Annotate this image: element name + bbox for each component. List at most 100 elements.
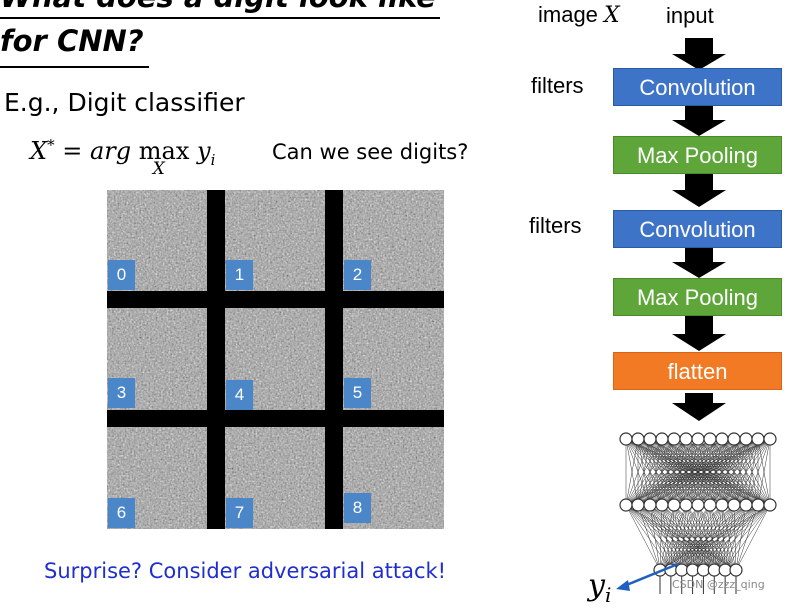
fc-edge	[692, 504, 699, 571]
fc-edge	[685, 504, 737, 571]
fc-edge	[685, 504, 704, 571]
fc-neuron	[763, 498, 777, 512]
fc-edge	[703, 504, 723, 571]
slide-title-line2: for CNN?	[0, 24, 144, 58]
fc-edge	[681, 504, 759, 571]
fc-edge	[661, 438, 771, 506]
fc-neuron	[718, 563, 732, 577]
fc-neuron	[739, 432, 753, 446]
digit-label-8: 8	[344, 493, 371, 523]
fc-edge	[673, 504, 704, 571]
fc-edge	[673, 438, 771, 506]
noise-grid-image	[107, 190, 444, 529]
fc-edge	[670, 504, 723, 571]
fc-edge	[673, 504, 682, 571]
fc-neuron	[739, 498, 753, 512]
fc-edge	[733, 438, 771, 506]
conv-box-1: Convolution	[613, 68, 782, 106]
fc-edge	[625, 438, 651, 506]
fc-edge	[692, 504, 747, 571]
output-sub: i	[604, 583, 612, 607]
fc-edge	[673, 504, 693, 571]
fc-edge	[724, 504, 747, 571]
fc-edge	[703, 504, 771, 571]
fc-edge	[625, 438, 723, 506]
fc-neuron	[631, 432, 645, 446]
fc-edge	[681, 504, 687, 571]
image-var: X	[604, 3, 620, 28]
fc-edge	[733, 504, 737, 571]
fc-edge	[692, 504, 735, 571]
fc-edge	[709, 438, 771, 506]
output-arrow	[616, 562, 679, 591]
fc-edge	[692, 504, 759, 571]
fc-edge	[659, 504, 663, 571]
fc-edge	[681, 504, 723, 571]
fc-edge	[670, 504, 711, 571]
fc-neuron	[715, 432, 729, 446]
filters-label-1: filters	[531, 73, 584, 98]
fc-edge	[709, 504, 715, 571]
fc-edge	[757, 438, 771, 506]
fc-neuron	[751, 498, 765, 512]
fc-neuron	[707, 563, 721, 577]
fc-edge	[703, 504, 747, 571]
footer-text: Surprise? Consider adversarial attack!	[44, 559, 447, 583]
fc-edge	[714, 504, 735, 571]
fc-edge	[659, 504, 771, 571]
fc-edge	[703, 504, 759, 571]
fc-neuron	[703, 432, 717, 446]
fc-edge	[681, 504, 747, 571]
fc-neuron	[691, 432, 705, 446]
fc-edge	[681, 504, 711, 571]
fc-edge	[625, 438, 771, 506]
fc-neuron	[667, 498, 681, 512]
fc-edge	[697, 504, 715, 571]
fc-edge	[625, 504, 661, 571]
fc-neuron	[619, 498, 633, 512]
fc-neuron	[679, 432, 693, 446]
fc-edge	[670, 504, 675, 571]
fc-edge	[625, 438, 699, 506]
fc-edge	[703, 504, 735, 571]
fc-neuron	[727, 432, 741, 446]
fc-edge	[670, 504, 735, 571]
fc-neuron	[619, 432, 633, 446]
fc-edge	[685, 438, 771, 506]
fc-neuron	[685, 563, 700, 577]
pool-box-1: Max Pooling	[613, 136, 782, 174]
fc-edge	[714, 504, 771, 571]
fc-edge	[649, 438, 771, 506]
fc-edge	[681, 504, 735, 571]
fc-neuron	[667, 432, 681, 446]
fc-edge	[637, 504, 672, 571]
fc-edge	[673, 504, 737, 571]
image-label: image X	[538, 2, 620, 28]
output-label: yi	[588, 568, 611, 607]
fc-edge	[625, 438, 711, 506]
fc-edge	[709, 504, 737, 571]
fc-edge	[692, 504, 771, 571]
fc-neuron	[727, 498, 741, 512]
output-y: y	[588, 568, 605, 603]
fc-neuron	[751, 432, 765, 446]
fc-edge	[659, 504, 735, 571]
digit-label-5: 5	[344, 378, 371, 408]
fc-edge	[625, 504, 672, 571]
image-label-text: image	[538, 2, 598, 27]
digit-label-3: 3	[108, 378, 135, 408]
fc-edge	[659, 504, 711, 571]
fc-edge	[625, 438, 759, 506]
input-label: input	[666, 3, 714, 28]
title-underline-1	[0, 17, 440, 19]
title-underline-2	[0, 66, 149, 68]
filters-label-2: filters	[529, 213, 582, 238]
fc-edge	[721, 504, 726, 571]
fc-neuron	[696, 563, 711, 577]
digit-label-7: 7	[226, 498, 253, 528]
fc-neuron	[643, 432, 657, 446]
fc-edge	[724, 504, 759, 571]
fc-edge	[670, 504, 759, 571]
digit-grid: 0 1 2 3 4 5 6 7 8	[107, 190, 444, 529]
fc-edge	[721, 504, 737, 571]
